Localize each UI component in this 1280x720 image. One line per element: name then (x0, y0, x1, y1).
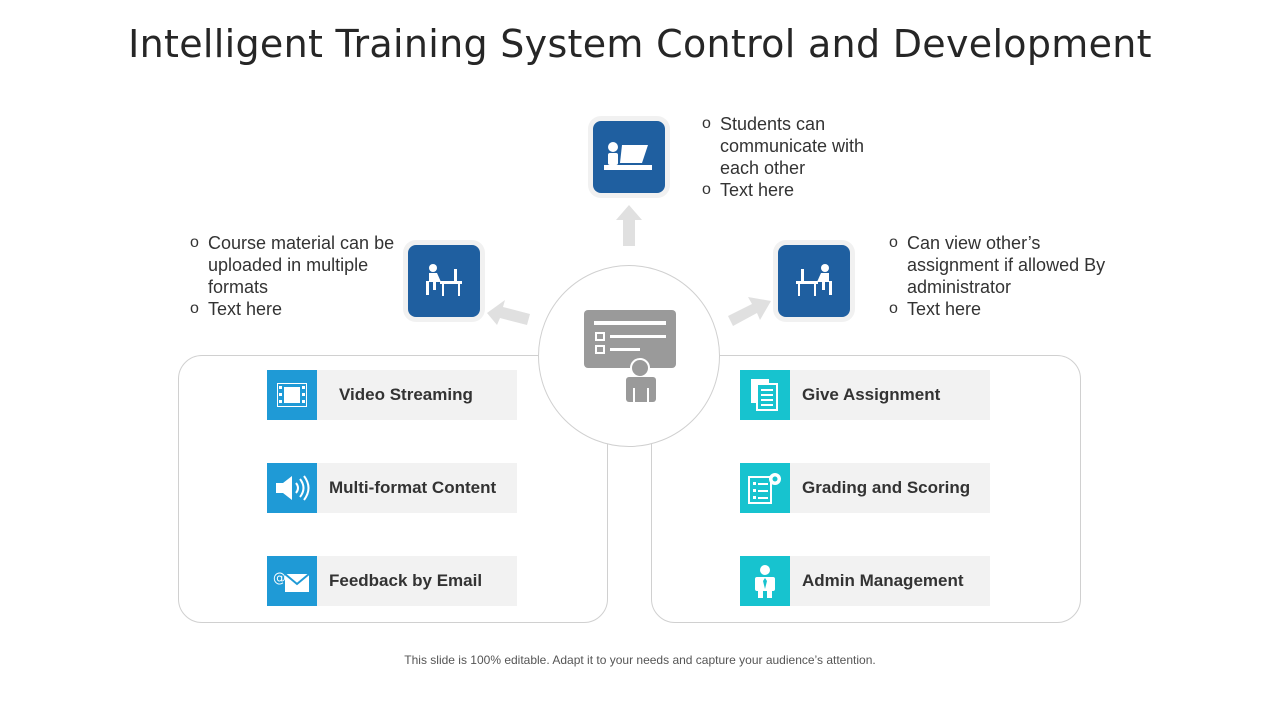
arrow-up-icon (616, 205, 642, 246)
email-icon: @ (267, 556, 317, 606)
film-icon (267, 370, 317, 420)
checklist-gear-icon (740, 463, 790, 513)
feature-label: Admin Management (802, 571, 964, 590)
presenter-laptop-icon (604, 142, 652, 170)
arrow-left-icon (487, 300, 530, 325)
page-title: Intelligent Training System Control and … (128, 22, 1152, 66)
feature-label: Video Streaming (339, 385, 473, 404)
feature-feedback-email: @ Feedback by Email (267, 556, 517, 606)
feature-grading-scoring: Grading and Scoring (740, 463, 990, 513)
documents-icon (740, 370, 790, 420)
feature-admin-management: Admin Management (740, 556, 990, 606)
footer-note: This slide is 100% editable. Adapt it to… (404, 653, 876, 667)
right-role-box (778, 245, 850, 317)
arrow-right-icon (728, 297, 771, 326)
left-role-box (408, 245, 480, 317)
speaker-icon (267, 463, 317, 513)
feature-label: Multi-format Content (329, 478, 497, 497)
student-desk-icon (796, 264, 832, 296)
presentation-board-icon (584, 310, 676, 402)
feature-label: Feedback by Email (329, 571, 483, 590)
feature-label: Grading and Scoring (802, 478, 971, 497)
feature-video-streaming: Video Streaming (267, 370, 517, 420)
feature-give-assignment: Give Assignment (740, 370, 990, 420)
top-role-box (593, 121, 665, 193)
admin-person-icon (740, 556, 790, 606)
feature-label: Give Assignment (802, 385, 941, 404)
svg-text:@: @ (273, 571, 286, 586)
student-desk-icon (426, 264, 462, 296)
feature-multi-format-content: Multi-format Content (267, 463, 517, 513)
